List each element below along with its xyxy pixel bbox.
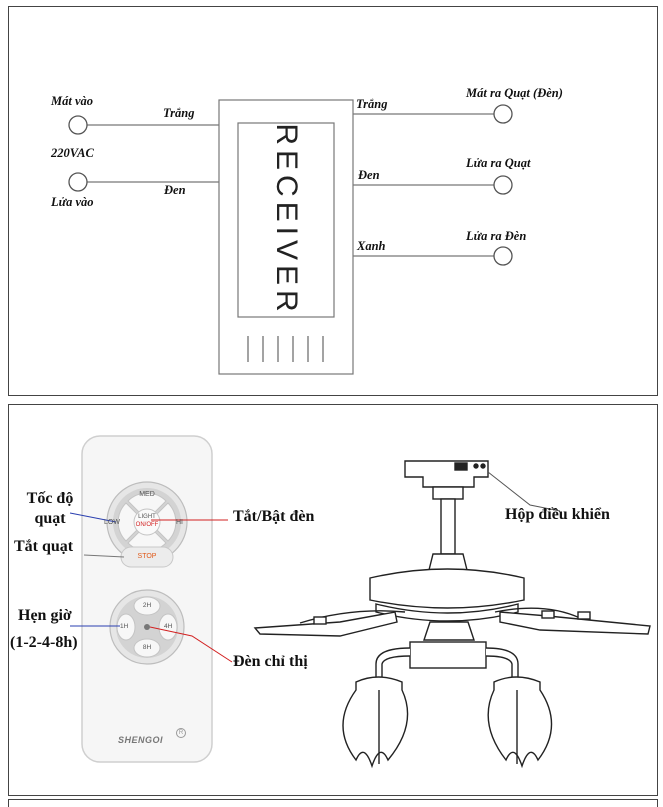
- terminal-live-in: [68, 172, 88, 192]
- light-key-label[interactable]: LIGHT: [138, 514, 156, 520]
- callout-timer-values: (1-2-4-8h): [10, 634, 78, 651]
- callout-speed: Tốc độ quạt: [26, 490, 74, 527]
- timer-1h-label[interactable]: 1H: [120, 623, 129, 630]
- label-wire-blue-out: Xanh: [357, 239, 386, 253]
- timer-1h-key: [116, 613, 136, 641]
- downrod: [440, 498, 456, 555]
- timer-2h-label[interactable]: 2H: [142, 602, 152, 609]
- indicator-led: [144, 624, 150, 630]
- receiver-vents: [247, 336, 324, 362]
- brand-logo: SHENGOI: [118, 735, 164, 745]
- downrod-collar: [432, 486, 464, 500]
- med-key-label[interactable]: MED: [139, 491, 155, 498]
- blade-bracket-right: [494, 607, 581, 619]
- ceiling-fan-drawing: [253, 460, 651, 769]
- callout-timer: Hẹn giờ: [18, 607, 72, 624]
- light-key: [133, 508, 161, 536]
- receiver-label-frame: [237, 122, 335, 318]
- terminal-live-fan: [493, 175, 513, 195]
- label-wire-white-out: Trắng: [356, 97, 388, 111]
- timer-8h-key: [133, 638, 161, 658]
- terminal-neutral-in: [68, 115, 88, 135]
- callout-indicator-line: [149, 626, 233, 663]
- blade-bracket-left: [299, 610, 406, 624]
- label-live-fan: Lửa ra Quạt: [466, 156, 531, 170]
- timer-2h-key: [133, 596, 161, 616]
- callout-stop-line: [83, 554, 125, 558]
- timer-4h-label[interactable]: 4H: [164, 623, 173, 630]
- label-wire-black-in: Đen: [164, 183, 186, 197]
- shade-right: [487, 676, 553, 769]
- label-wire-black-out: Đen: [358, 168, 380, 182]
- registered-mark: R: [176, 728, 186, 738]
- label-neutral-out: Mát ra Quạt (Đèn): [466, 86, 563, 100]
- timer-4h-key: [158, 613, 178, 641]
- bottom-strip: [8, 799, 658, 807]
- label-neutral-in: Mát vào: [51, 94, 94, 108]
- callout-speed-line: [69, 512, 117, 523]
- callout-control-box: Hộp điều khiển: [505, 506, 610, 523]
- label-live-in: Lửa vào: [51, 195, 94, 209]
- label-wire-white-in: Trắng: [163, 106, 195, 120]
- switch-housing-top: [423, 621, 475, 641]
- callout-indicator: Đèn chỉ thị: [233, 653, 308, 670]
- light-kit-body: [409, 641, 487, 669]
- onoff-key-label[interactable]: ON/OFF: [135, 522, 159, 528]
- low-key-label[interactable]: LOW: [104, 519, 120, 526]
- shade-left: [342, 676, 409, 769]
- motor-housing: [369, 568, 525, 609]
- callout-light-toggle: Tắt/Bật đèn: [233, 508, 315, 525]
- hi-key-label[interactable]: HI: [176, 519, 183, 526]
- label-live-light: Lửa ra Đèn: [466, 229, 527, 243]
- stop-key-label[interactable]: STOP: [137, 553, 157, 560]
- terminal-neutral-out: [493, 104, 513, 124]
- downrod-coupler: [428, 553, 468, 571]
- timer-8h-label[interactable]: 8H: [142, 644, 152, 651]
- callout-control-box-line: [487, 471, 561, 512]
- label-voltage: 220VAC: [51, 146, 94, 160]
- terminal-live-light: [493, 246, 513, 266]
- callout-stop-fan: Tắt quạt: [14, 538, 74, 555]
